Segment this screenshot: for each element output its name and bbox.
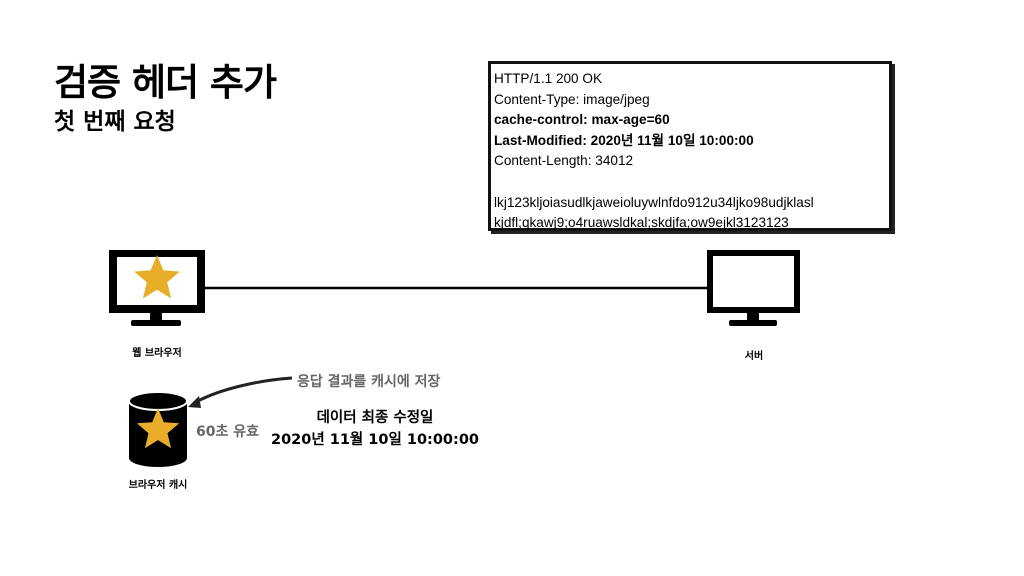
server-label: 서버 <box>744 351 764 362</box>
response-body-lines: lkj123kljoiasudlkjaweioluywlnfdo912u34lj… <box>494 193 889 234</box>
last-modified-annotation: 데이터 최종 수정일 2020년 11월 10일 10:00:00 <box>265 407 485 451</box>
last-modified-title: 데이터 최종 수정일 <box>316 410 434 426</box>
response-header-lines: HTTP/1.1 200 OK Content-Type: image/jpeg c… <box>494 69 889 172</box>
response-blank-line <box>494 172 889 193</box>
response-line: Last-Modified: 2020년 11월 10일 10:00:00 <box>494 132 754 148</box>
store-arrow <box>188 376 293 408</box>
response-body-line: kjdfl;qkawj9;o4ruawsldkal;skdjfa;ow9ejkl… <box>494 215 789 231</box>
page-subtitle: 첫 번째 요청 <box>54 109 176 135</box>
server-monitor-icon <box>707 250 800 326</box>
star-icon <box>136 408 180 449</box>
cache-label: 브라우저 캐시 <box>128 480 188 491</box>
browser-monitor-icon <box>109 250 205 326</box>
page-title: 검증 헤더 추가 <box>54 61 277 104</box>
response-line: HTTP/1.1 200 OK <box>494 71 603 86</box>
response-line: Content-Length: 34012 <box>494 153 634 169</box>
browser-label: 웹 브라우저 <box>132 348 182 359</box>
response-body-line: lkj123kljoiasudlkjaweioluywlnfdo912u34lj… <box>494 194 814 210</box>
validity-label: 60초 유효 <box>196 424 259 440</box>
star-icon <box>134 255 180 299</box>
cache-database-icon <box>128 391 188 467</box>
http-response-box: HTTP/1.1 200 OK Content-Type: image/jpeg c… <box>488 61 892 231</box>
response-line: cache-control: max-age=60 <box>494 112 670 128</box>
last-modified-value: 2020년 11월 10일 10:00:00 <box>270 432 479 448</box>
response-line: Content-Type: image/jpeg <box>494 91 650 107</box>
store-arrow-label: 응답 결과를 캐시에 저장 <box>297 374 441 390</box>
